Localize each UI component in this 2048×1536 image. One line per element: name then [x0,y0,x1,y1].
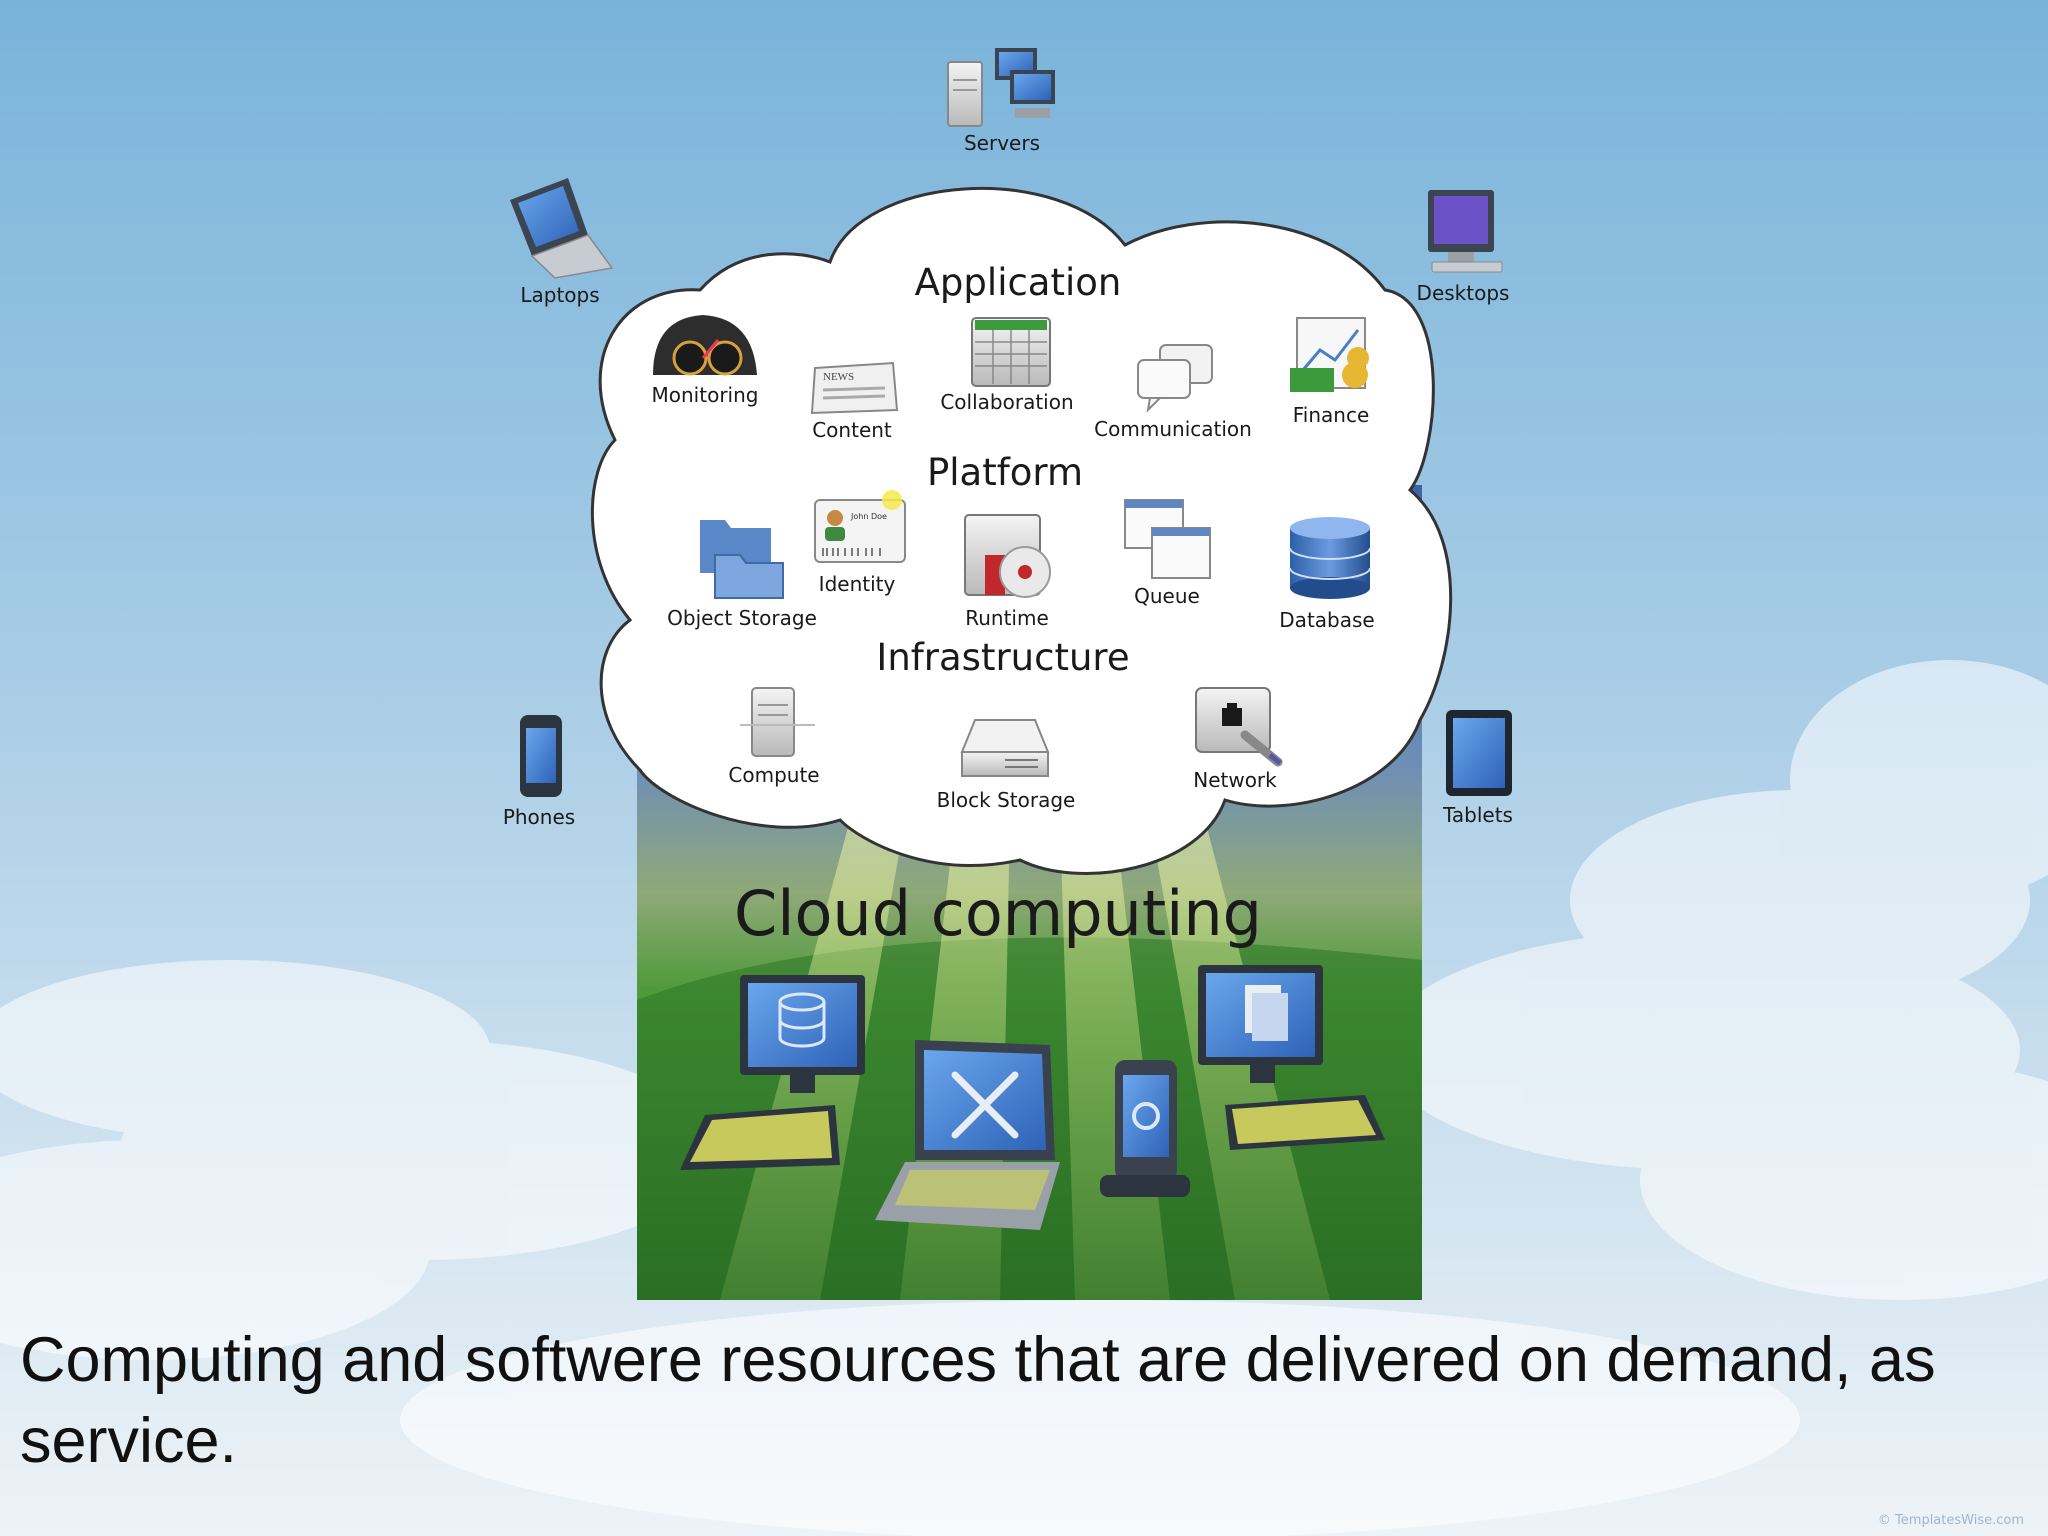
block-storage-label: Block Storage [937,788,1076,812]
background-clouds [0,660,2048,1536]
news-icon-text: NEWS [823,371,854,383]
platform-heading: Platform [927,451,1083,494]
queue-icon [1124,499,1211,579]
object-storage-label: Object Storage [667,606,817,630]
watermark: © TemplatesWise.com [1877,1513,2024,1528]
finance-label: Finance [1293,403,1370,427]
servers-label: Servers [964,131,1040,155]
folder-icon [700,520,784,599]
runtime-icon [964,514,1051,598]
queue-label: Queue [1134,584,1200,608]
block-storage-icon [960,719,1050,777]
news-icon: NEWS [810,361,899,415]
communication-label: Communication [1094,417,1252,441]
tablets-label: Tablets [1442,803,1513,827]
infrastructure-heading: Infrastructure [876,636,1129,679]
phone-icon [520,715,562,797]
service-cloud: Application Platform Infrastructure Moni… [590,186,1453,875]
slide-caption: Computing and softwere resources that ar… [20,1325,1936,1476]
monitoring-label: Monitoring [652,383,759,407]
runtime-label: Runtime [965,606,1049,630]
servers-icon [947,48,1055,127]
laptops-label: Laptops [520,283,599,307]
collaboration-icon [971,317,1051,387]
application-heading: Application [915,261,1122,304]
id-card-name: John Doe [850,512,887,521]
desktop-database-icon [680,975,865,1170]
tablet-icon [1446,710,1512,796]
desktop-icon [1428,190,1503,273]
banner-title: Cloud computing [734,877,1262,950]
finance-icon [1290,317,1369,392]
compute-icon [740,687,815,757]
phone-gears-icon [1100,1060,1190,1197]
phones-label: Phones [503,805,575,829]
monitoring-icon [653,315,757,376]
id-card-icon: John Doe [814,490,906,563]
database-icon [1289,517,1371,599]
desktop-documents-icon [1198,965,1385,1150]
desktops-label: Desktops [1417,281,1510,305]
collaboration-label: Collaboration [940,390,1073,414]
communication-icon [1137,344,1213,413]
network-label: Network [1193,768,1277,792]
laptop-tools-icon [875,1040,1060,1230]
network-icon [1195,687,1283,767]
content-label: Content [812,418,892,442]
compute-label: Compute [728,763,819,787]
laptop-icon [510,178,614,279]
database-label: Database [1279,608,1374,632]
identity-label: Identity [819,572,896,596]
